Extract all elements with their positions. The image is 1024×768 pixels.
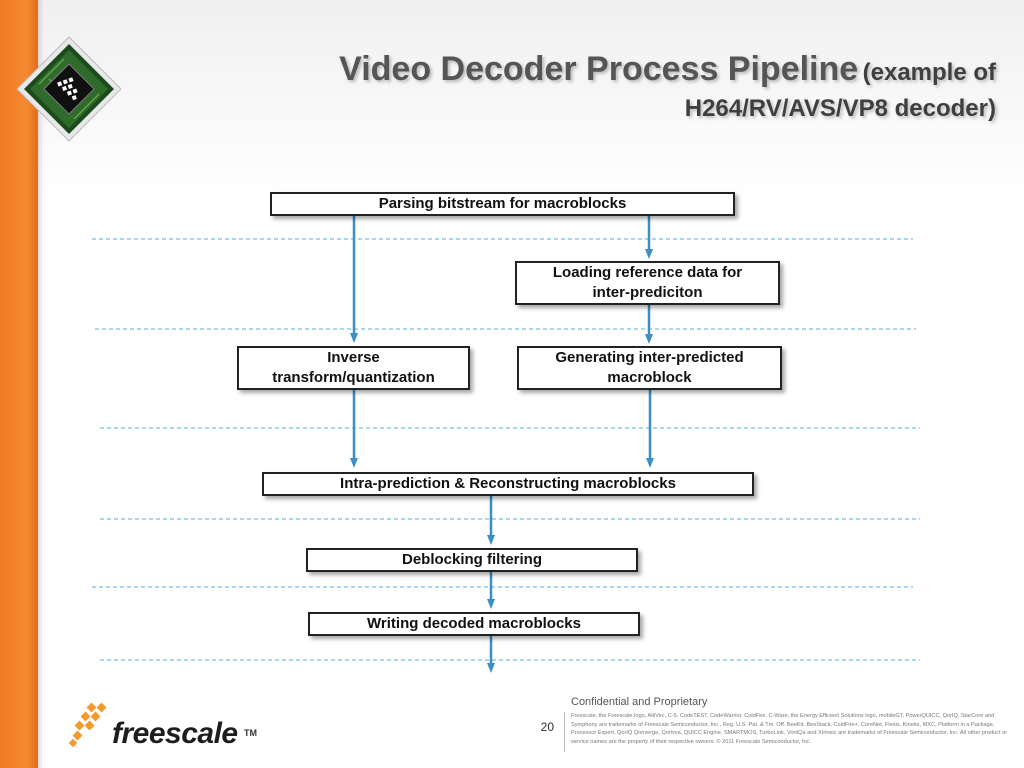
orange-side-bar — [0, 0, 44, 768]
node-label: macroblock — [607, 369, 692, 386]
node-deblocking-filtering: Deblocking filtering — [306, 548, 638, 572]
trademark-symbol: TM — [244, 728, 257, 738]
confidential-label: Confidential and Proprietary — [571, 696, 708, 708]
node-label: Deblocking filtering — [401, 551, 542, 568]
node-label: Writing decoded macroblocks — [367, 615, 581, 632]
node-label: transform/quantization — [272, 369, 435, 386]
node-parsing-bitstream: Parsing bitstream for macroblocks — [270, 192, 735, 216]
node-label: Generating inter-predicted — [555, 349, 744, 366]
node-label: inter-prediciton — [592, 284, 703, 301]
title-main: Video Decoder Process Pipeline — [339, 50, 859, 88]
slide-title: Video Decoder Process Pipeline (example … — [339, 50, 996, 123]
node-generating-inter-predicted: Generating inter-predicted macroblock — [517, 346, 782, 390]
node-label: Inverse — [327, 349, 380, 366]
node-label: Loading reference data for — [552, 264, 743, 281]
title-sub: (example of — [862, 59, 996, 86]
node-label: Parsing bitstream for macroblocks — [378, 195, 627, 212]
node-loading-reference: Loading reference data for inter-predici… — [515, 261, 780, 305]
title-sub-line2: H264/RV/AVS/VP8 decoder) — [684, 95, 996, 122]
chip-logo-icon — [16, 36, 122, 142]
node-inverse-transform: Inverse transform/quantization — [237, 346, 470, 390]
flow-arrows — [350, 215, 654, 673]
freescale-logo-icon — [68, 702, 107, 748]
node-label: Intra-prediction & Reconstructing macrob… — [340, 475, 676, 492]
freescale-logo-text: freescale — [112, 717, 238, 750]
legal-notice: Freescale, the Freescale logo, AltiVec, … — [571, 713, 1008, 745]
footer-divider — [564, 712, 565, 752]
page-number: 20 — [540, 720, 554, 734]
dashed-separators — [92, 238, 920, 661]
node-intra-prediction: Intra-prediction & Reconstructing macrob… — [262, 472, 754, 496]
node-writing-decoded: Writing decoded macroblocks — [308, 612, 640, 636]
